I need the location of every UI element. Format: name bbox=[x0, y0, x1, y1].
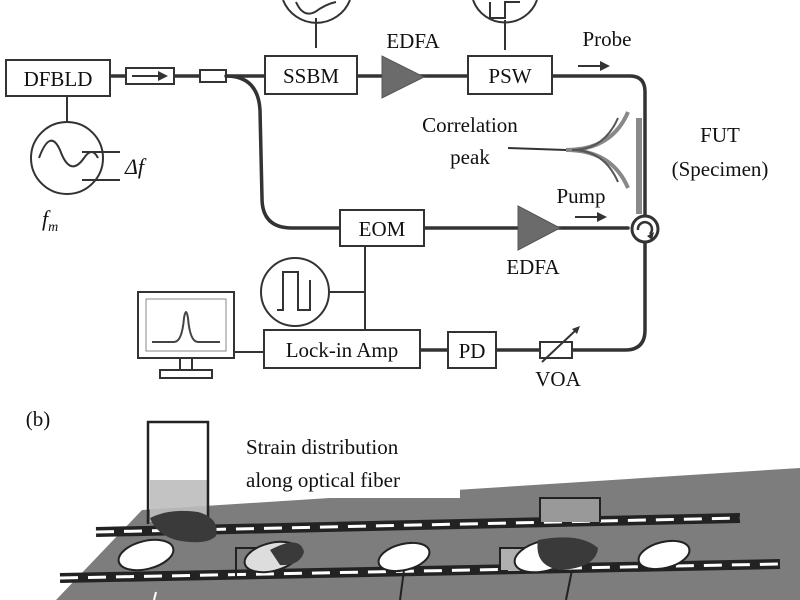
fm-label: fm bbox=[42, 206, 58, 235]
isolator bbox=[125, 67, 175, 85]
pd-box bbox=[447, 331, 497, 369]
strain-pulse-right bbox=[539, 497, 601, 522]
square-generator-lockin bbox=[260, 246, 366, 330]
dfbld-label: DFBLD bbox=[24, 67, 93, 91]
voa-icon bbox=[539, 326, 580, 363]
panel-a: DFBLD Δf fm SSBM EDFA PSW Probe bbox=[5, 0, 769, 391]
ssbm-label: SSBM bbox=[283, 64, 339, 88]
eom-label: EOM bbox=[359, 217, 406, 241]
strain-label-box bbox=[238, 428, 460, 498]
correlation-label-line2: peak bbox=[450, 145, 490, 169]
sine-generator-top bbox=[282, 0, 351, 48]
eom-box bbox=[339, 209, 425, 247]
strain-label-line2: along optical fiber bbox=[246, 468, 400, 492]
sensing-ellipses bbox=[117, 537, 691, 574]
correlation-peak bbox=[507, 111, 630, 189]
voa-label: VOA bbox=[535, 367, 581, 391]
sine-generator-fm bbox=[30, 96, 120, 195]
fut-label-line1: FUT bbox=[700, 123, 740, 147]
pointer-lines bbox=[153, 569, 573, 600]
lockin-amp-label: Lock-in Amp bbox=[286, 338, 399, 362]
panel-b: (b) bbox=[26, 407, 800, 600]
strain-pulse-tall bbox=[146, 420, 217, 543]
panel-b-label: (b) bbox=[26, 407, 51, 431]
square-generator-top bbox=[472, 0, 538, 50]
circulator-icon bbox=[630, 214, 660, 244]
pd-label: PD bbox=[459, 339, 486, 363]
coupler bbox=[199, 69, 227, 83]
psw-box bbox=[467, 55, 553, 95]
probe-arrow bbox=[578, 61, 610, 71]
edfa-bottom-triangle bbox=[517, 205, 562, 251]
ssbm-box bbox=[264, 55, 358, 95]
probe-label: Probe bbox=[583, 27, 632, 51]
psw-label: PSW bbox=[488, 64, 531, 88]
correlation-label-line1: Correlation bbox=[422, 113, 518, 137]
pump-label: Pump bbox=[556, 184, 605, 208]
monitor-icon bbox=[137, 291, 264, 379]
delta-f-label: Δf bbox=[124, 154, 147, 179]
fiber-return bbox=[493, 236, 647, 352]
edfa-bottom-label: EDFA bbox=[506, 255, 560, 279]
strain-label-line1: Strain distribution bbox=[246, 435, 399, 459]
fut-label-line2: (Specimen) bbox=[672, 157, 769, 181]
specimen-bar bbox=[636, 118, 642, 214]
pump-arrow bbox=[575, 212, 607, 222]
lockin-amp-box bbox=[263, 329, 421, 369]
edfa-top-triangle bbox=[381, 55, 426, 99]
dfbld-box bbox=[5, 59, 111, 97]
edfa-top-label: EDFA bbox=[386, 29, 440, 53]
